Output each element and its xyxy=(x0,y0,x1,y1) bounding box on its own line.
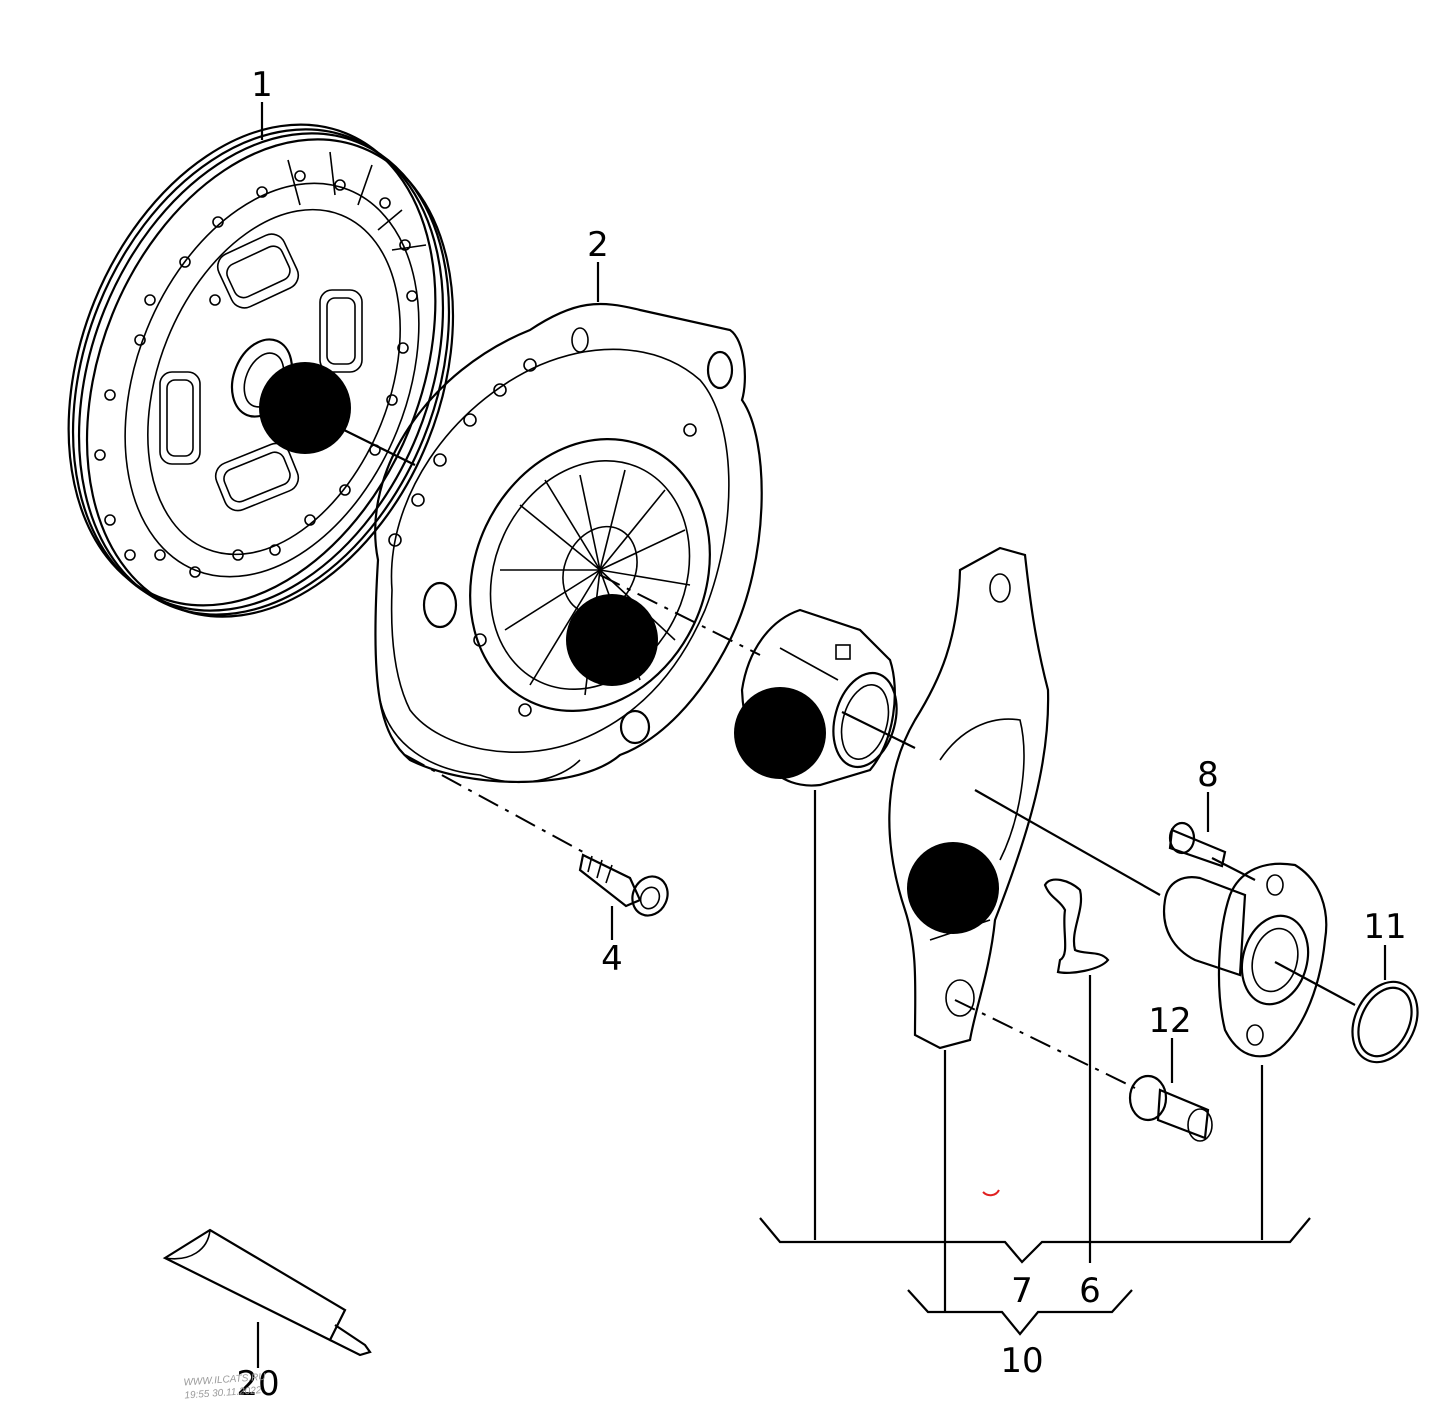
part-4-bolt xyxy=(578,853,669,917)
leader-lines xyxy=(256,102,1387,1368)
callout-11: 11 xyxy=(1363,907,1406,947)
red-mark xyxy=(982,1189,1000,1197)
callout-6: 6 xyxy=(1079,1271,1101,1311)
part-12-pivot-bolt xyxy=(1128,1074,1213,1142)
callout-labels: 1 2 4 8 11 12 7 6 10 20 xyxy=(236,65,1406,1404)
callout-1: 1 xyxy=(251,65,273,105)
assembly-axis-lines xyxy=(339,427,1356,1089)
guide-sleeve xyxy=(1162,862,1328,1058)
callout-10: 10 xyxy=(1000,1341,1043,1381)
part-20-grease-tube xyxy=(162,1228,372,1357)
bracket-7 xyxy=(759,1217,1311,1264)
callout-8: 8 xyxy=(1197,755,1219,795)
part-6-clip xyxy=(1043,878,1110,974)
callout-2: 2 xyxy=(587,225,609,265)
release-fork xyxy=(888,546,1050,1050)
part-8-bolt xyxy=(1168,821,1227,868)
callout-12: 12 xyxy=(1148,1001,1191,1041)
callout-20: 20 xyxy=(236,1364,279,1404)
part-2-pressure-plate xyxy=(374,302,763,783)
callout-4: 4 xyxy=(601,939,623,979)
bracket-10 xyxy=(907,1289,1133,1336)
part-11-o-ring xyxy=(1351,980,1419,1064)
watermark-timestamp: 19:55 30.11.2022 xyxy=(184,1385,262,1401)
redaction-dots xyxy=(259,362,999,934)
callout-7: 7 xyxy=(1011,1271,1033,1311)
part-1-clutch-disc xyxy=(67,123,455,618)
